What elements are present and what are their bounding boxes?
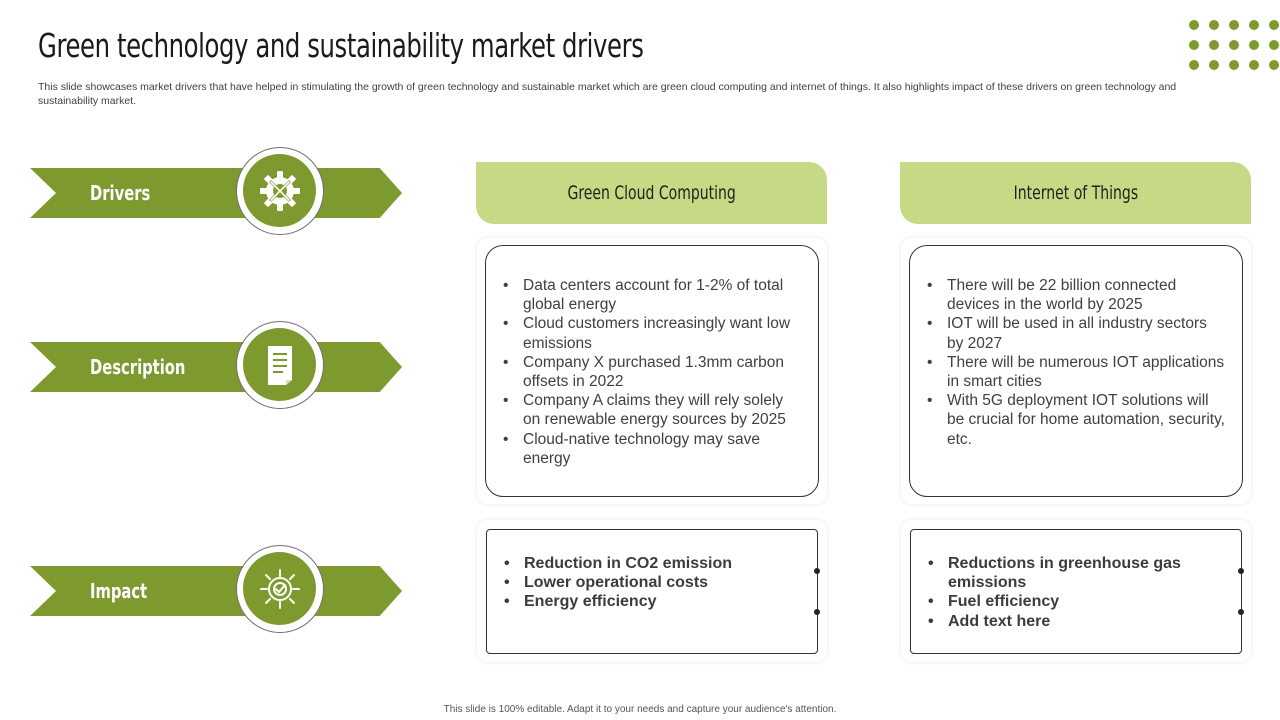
list-item: Reduction in CO2 emission [504,554,804,573]
column-header-label: Internet of Things [1013,182,1138,204]
row-banner-drivers: Drivers [30,147,402,235]
row-label-description: Description [90,355,186,379]
list-item: Cloud-native technology may save energy [503,430,803,468]
list-item: Reductions in greenhouse gas emissions [928,554,1228,592]
list-item: Cloud customers increasingly want low em… [503,314,803,352]
list-item: Company A claims they will rely solely o… [503,391,803,429]
impact-list: Reductions in greenhouse gas emissions F… [928,554,1228,631]
description-list: There will be 22 billion connected devic… [927,276,1227,449]
icon-ring [236,147,324,235]
list-item: Fuel efficiency [928,592,1228,611]
icon-disc [243,552,316,625]
page-subtitle: This slide showcases market drivers that… [38,81,1177,107]
column-header-label: Green Cloud Computing [567,182,736,204]
list-item: There will be 22 billion connected devic… [927,276,1227,314]
row-banner-description: Description [30,321,402,409]
connector-dot [814,609,820,615]
impact-card-green-cloud: Reduction in CO2 emission Lower operatio… [486,529,820,654]
column-header-green-cloud: Green Cloud Computing [476,162,827,224]
row-label-drivers: Drivers [90,181,151,205]
impact-card-iot: Reductions in greenhouse gas emissions F… [910,529,1244,654]
icon-ring [236,545,324,633]
list-item: Company X purchased 1.3mm carbon offsets… [503,353,803,391]
description-list: Data centers account for 1-2% of total g… [503,276,803,468]
list-item: IOT will be used in all industry sectors… [927,314,1227,352]
list-item: Data centers account for 1-2% of total g… [503,276,803,314]
document-icon [267,345,292,385]
connector-dot [1238,568,1244,574]
list-item: There will be numerous IOT applications … [927,353,1227,391]
list-item: Add text here [928,612,1228,631]
connector-dot [814,568,820,574]
list-item: Lower operational costs [504,573,804,592]
page-title: Green technology and sustainability mark… [38,26,644,65]
impact-list: Reduction in CO2 emission Lower operatio… [504,554,804,612]
arrow-shape [30,342,402,392]
description-card-green-cloud: Data centers account for 1-2% of total g… [485,245,819,497]
icon-disc [243,328,316,401]
row-banner-impact: Impact [30,545,402,633]
arrow-shape [30,566,402,616]
icon-ring [236,321,324,409]
list-item: Energy efficiency [504,592,804,611]
arrow-shape [30,168,402,218]
column-header-iot: Internet of Things [900,162,1251,224]
gear-tools-icon [259,170,300,211]
row-label-impact: Impact [90,579,148,603]
icon-disc [243,154,316,227]
connector-dot [1238,609,1244,615]
list-item: With 5G deployment IOT solutions will be… [927,391,1227,449]
description-card-iot: There will be 22 billion connected devic… [909,245,1243,497]
decorative-dot-grid [1189,20,1279,72]
footer-note: This slide is 100% editable. Adapt it to… [443,704,837,715]
target-gear-icon [259,568,300,609]
